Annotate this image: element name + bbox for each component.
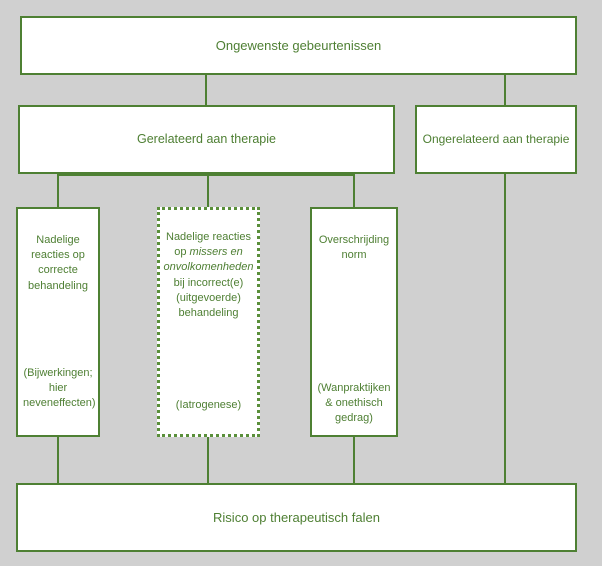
node-iatrogenic-line-5: (uitgevoerde): [176, 291, 241, 304]
node-iatrogenic-line-2: op missers en: [164, 245, 254, 260]
node-iatrogenic-primary-text: Nadelige reacties op missers en onvolkom…: [159, 230, 259, 321]
node-norm-breach-line-1: Overschrijding: [318, 234, 390, 246]
connector-root-to-unrelated: [504, 75, 506, 105]
node-therapy-related-label: Gerelateerd aan therapie: [137, 131, 276, 146]
node-undesirable-events-label: Ongewenste gebeurtenissen: [215, 37, 382, 53]
node-iatrogenic-note: (Iatrogenese): [160, 398, 257, 413]
node-therapy-unrelated-label: Ongerelateerd aan therapie: [422, 132, 570, 147]
node-adverse-correct-line-1: Nadelige: [36, 234, 80, 246]
node-iatrogenic-line-3: onvolkomenheden: [163, 261, 254, 274]
node-iatrogenic-line-6: behandeling: [178, 306, 239, 319]
node-undesirable-events[interactable]: Ongewenste gebeurtenissen: [20, 16, 577, 75]
node-adverse-correct-line-2: reacties op: [31, 249, 85, 262]
node-adverse-reactions-correct-treatment[interactable]: Nadelige reacties op correcte behandelin…: [16, 207, 100, 437]
node-iatrogenic-note-1: (Iatrogenese): [175, 399, 242, 411]
connector-norm-breach-to-bottom: [353, 437, 355, 483]
node-adverse-correct-line-3: correcte: [38, 264, 78, 277]
node-adverse-reactions-errors-incorrect-treatment[interactable]: Nadelige reacties op missers en onvolkom…: [157, 207, 260, 437]
node-therapy-unrelated[interactable]: Ongerelateerd aan therapie: [415, 105, 577, 174]
node-adverse-correct-note: (Bijwerkingen; hier neveneffecten): [18, 366, 98, 412]
connector-related-to-iatrogenic: [207, 174, 209, 207]
node-norm-breach-note: (Wanpraktijken & onethisch gedrag): [312, 381, 396, 427]
node-iatrogenic-line-1: Nadelige reacties: [166, 231, 251, 243]
connector-related-bus: [57, 174, 355, 176]
node-norm-breach-note-3: gedrag): [335, 412, 373, 425]
node-risk-therapeutic-failure-label: Risico op therapeutisch falen: [213, 509, 380, 525]
node-adverse-correct-note-3: neveneffecten): [23, 397, 96, 410]
connector-iatrogenic-to-bottom: [207, 437, 209, 483]
node-norm-breach-primary-text: Overschrijding norm: [313, 233, 395, 263]
node-adverse-correct-primary-text: Nadelige reacties op correcte behandelin…: [22, 233, 94, 294]
node-norm-breach-line-2: norm: [341, 249, 367, 262]
node-adverse-correct-line-4: behandeling: [28, 279, 88, 292]
node-norm-breach[interactable]: Overschrijding norm (Wanpraktijken & one…: [310, 207, 398, 437]
node-adverse-correct-note-2: hier: [48, 382, 68, 395]
node-iatrogenic-line-2-plain: op: [174, 246, 190, 259]
connector-unrelated-to-bottom: [504, 174, 506, 483]
node-iatrogenic-line-4: bij incorrect(e): [173, 276, 244, 289]
node-iatrogenic-line-2-italic: missers en: [189, 246, 243, 259]
connector-root-to-related: [205, 75, 207, 105]
node-risk-therapeutic-failure[interactable]: Risico op therapeutisch falen: [16, 483, 577, 552]
node-norm-breach-note-1: (Wanpraktijken: [317, 382, 391, 394]
connector-related-to-adverse-correct: [57, 174, 59, 207]
node-therapy-related[interactable]: Gerelateerd aan therapie: [18, 105, 395, 174]
node-adverse-correct-note-1: (Bijwerkingen;: [23, 367, 93, 379]
node-norm-breach-note-2: & onethisch: [325, 397, 383, 410]
connector-related-to-norm-breach: [353, 174, 355, 207]
connector-adverse-correct-to-bottom: [57, 437, 59, 483]
